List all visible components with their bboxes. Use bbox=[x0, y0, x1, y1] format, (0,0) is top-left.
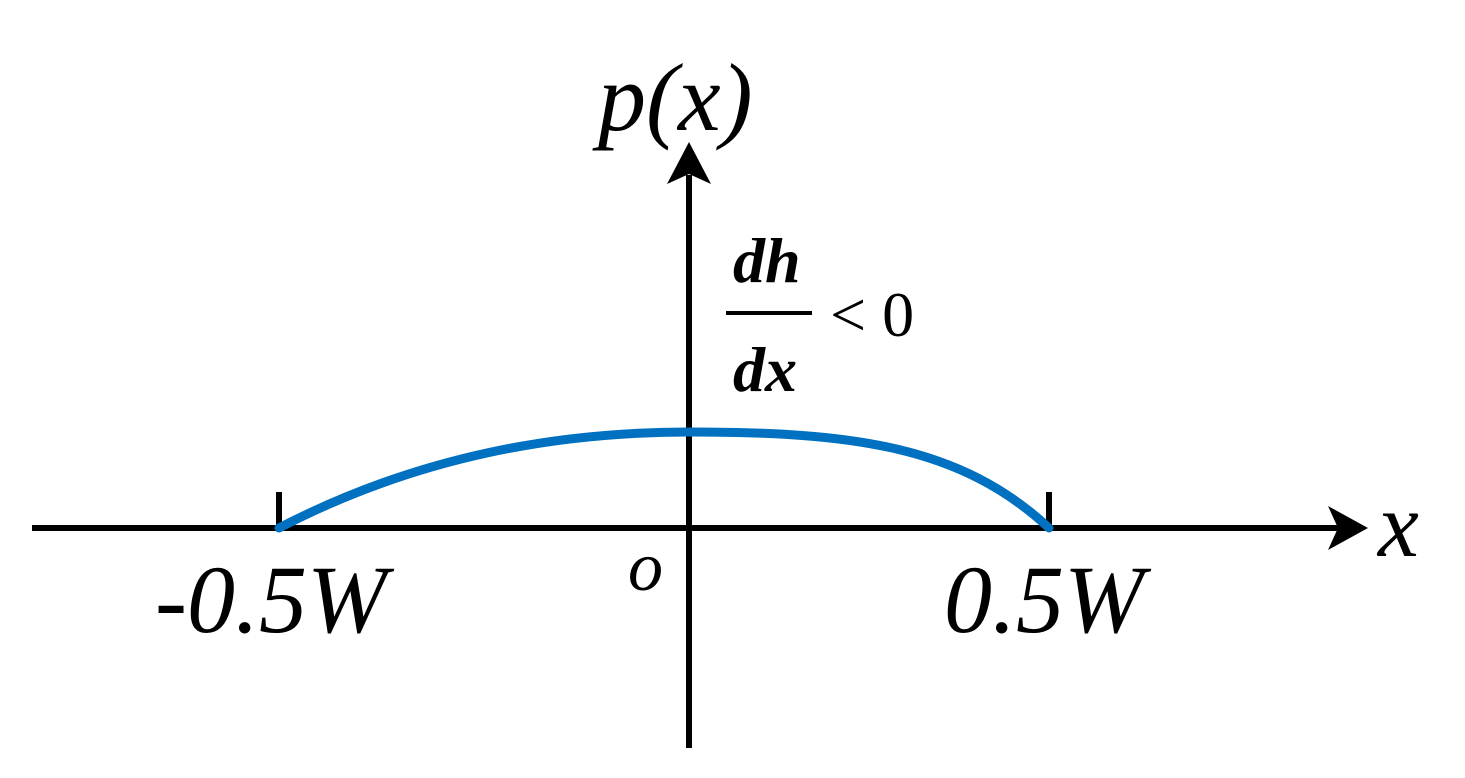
y-axis-label: p(x) bbox=[592, 44, 753, 151]
pressure-curve bbox=[274, 427, 1054, 533]
right-tick-label: 0.5W bbox=[944, 546, 1152, 653]
y-axis-arrowhead bbox=[667, 142, 711, 184]
x-axis-arrowhead bbox=[1328, 506, 1368, 550]
derivative-annotation: dh dx < 0 bbox=[726, 225, 914, 405]
annotation-relation: < 0 bbox=[830, 279, 914, 350]
left-tick-label: -0.5W bbox=[155, 546, 395, 653]
annotation-numerator: dh bbox=[733, 225, 801, 296]
origin-label: o bbox=[628, 529, 663, 606]
x-axis-label: x bbox=[1376, 474, 1419, 576]
annotation-denominator: dx bbox=[733, 334, 797, 405]
